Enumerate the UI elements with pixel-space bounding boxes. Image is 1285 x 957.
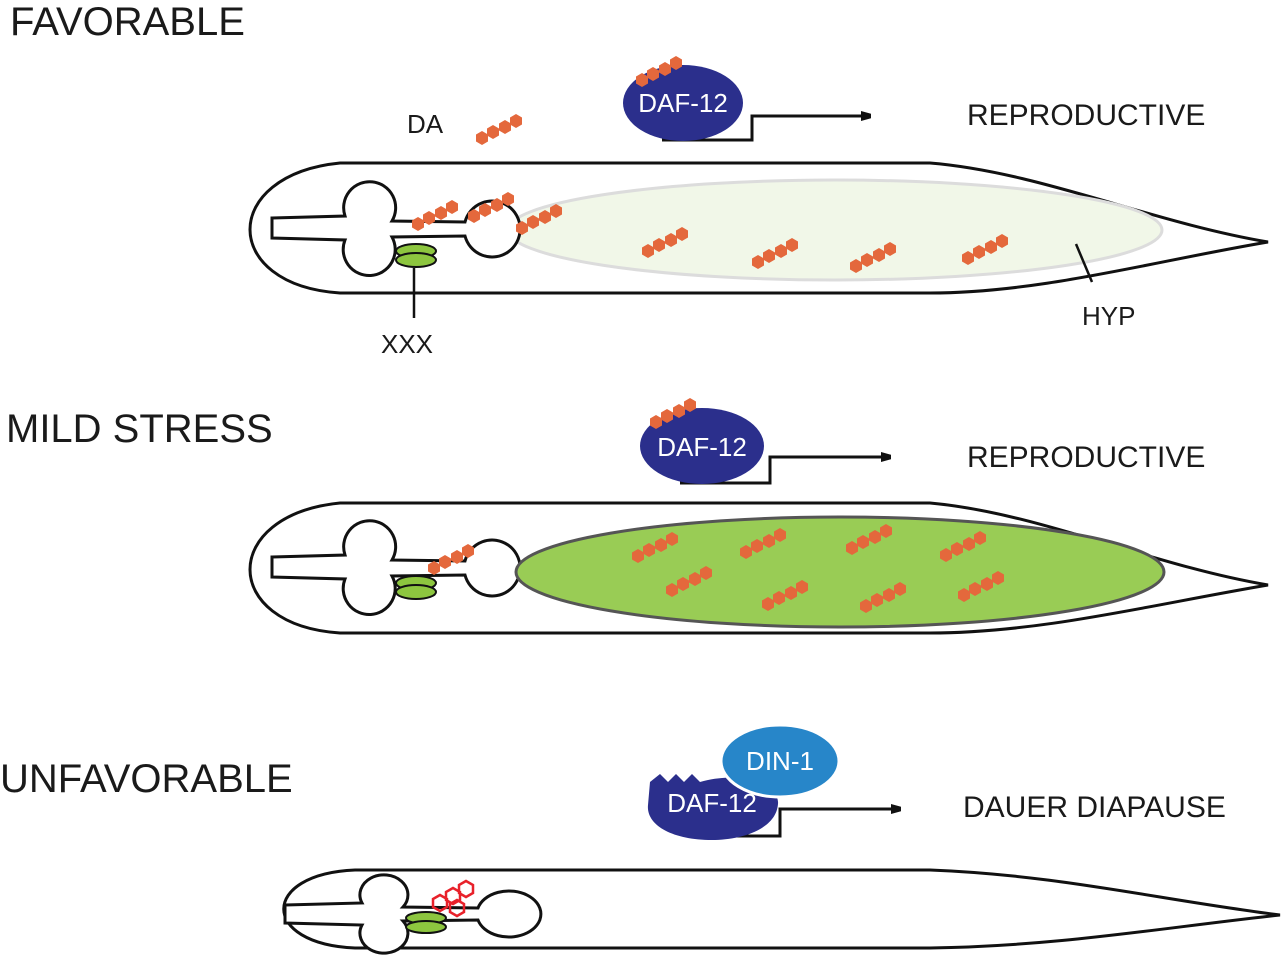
- outcome-label: REPRODUCTIVE: [967, 441, 1205, 474]
- daf12-protein: [640, 408, 764, 484]
- daf12-complex: DAF-12 DIN-1: [647, 723, 900, 840]
- xxx-cell: [395, 584, 437, 600]
- panel-title: UNFAVORABLE: [0, 757, 293, 801]
- ligand-label: DA: [407, 109, 444, 139]
- transcription-arrow: [662, 116, 870, 142]
- panel-mild-stress: MILD STRESS DAF-12 REPRODUCTIVE: [6, 398, 1269, 635]
- worm-body: [282, 868, 1281, 955]
- xxx-cell: [405, 920, 447, 934]
- transcription-arrow: [680, 457, 890, 485]
- outcome-label: REPRODUCTIVE: [967, 99, 1205, 132]
- daf12-label: DAF-12: [638, 88, 728, 118]
- hypodermis: [514, 515, 1166, 629]
- daf12-complex: DAF-12: [623, 56, 870, 142]
- hyp-label: HYP: [1082, 301, 1135, 331]
- outcome-label: DAUER DIAPAUSE: [963, 791, 1226, 824]
- daf12-complex: DAF-12: [640, 398, 890, 485]
- free-ligand: [476, 114, 522, 145]
- worm-body: [248, 501, 1269, 635]
- hyp-pointer: [1074, 243, 1094, 283]
- din1-label: DIN-1: [746, 746, 814, 776]
- din1-protein: [719, 723, 841, 799]
- daf12-protein: [623, 65, 743, 141]
- panel-title: FAVORABLE: [10, 0, 245, 44]
- hypodermis: [506, 178, 1164, 282]
- xxx-cell: [395, 252, 437, 268]
- panel-favorable: FAVORABLE DAF-12 REPRODUCTIVE DA: [10, 0, 1269, 359]
- panel-title: MILD STRESS: [6, 407, 273, 451]
- red-ligand: [431, 879, 475, 918]
- worm-body: [248, 161, 1269, 318]
- daf12-label: DAF-12: [657, 432, 747, 462]
- panel-unfavorable: UNFAVORABLE DAF-12 DIN-1 DAUER DIAPAUSE: [0, 723, 1281, 955]
- gland-label: XXX: [381, 329, 433, 359]
- daf12-label: DAF-12: [667, 788, 757, 818]
